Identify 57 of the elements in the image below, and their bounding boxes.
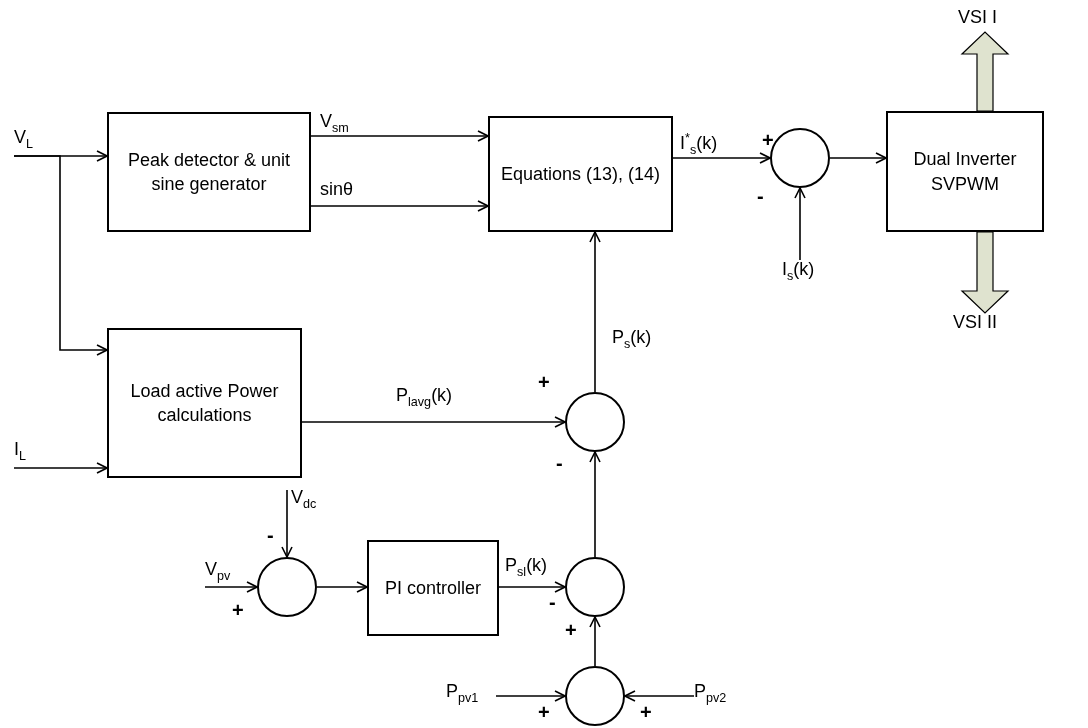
signal-label: P$_{pv1}$: [446, 682, 496, 710]
sign-label: +: [538, 702, 550, 722]
arrow: [301, 416, 566, 428]
block-arrow: [960, 231, 1010, 314]
arrow: [13, 155, 108, 356]
arrow: [589, 616, 601, 667]
summing-junction: [565, 392, 625, 452]
arrow: [672, 152, 771, 164]
box-label: Equations (13), (14): [500, 162, 661, 186]
box-label: PI controller: [384, 576, 481, 600]
summing-junction: [565, 666, 625, 726]
sign-label: +: [565, 620, 577, 640]
signal-label: V$_{dc}$: [287, 488, 327, 514]
arrow: [310, 130, 489, 142]
summing-junction: [565, 557, 625, 617]
process-box: [886, 111, 1044, 232]
box-label: Load active Power calculations: [129, 379, 280, 427]
signal-label: VSI I: [958, 8, 1014, 32]
signal-label: V$_{L}$: [14, 128, 58, 156]
arrow: [589, 231, 601, 393]
arrow: [495, 690, 566, 702]
arrow: [204, 581, 258, 593]
process-box: [488, 116, 673, 232]
arrow: [281, 489, 293, 558]
signal-label: P$_{pv2}$: [694, 682, 746, 710]
arrow: [829, 152, 887, 164]
sign-label: +: [232, 600, 244, 620]
edge-label: V$_{sm}$: [320, 112, 349, 132]
sign-label: -: [549, 592, 556, 612]
summing-junction: [257, 557, 317, 617]
edge-label: sinθ: [320, 180, 354, 200]
edge-label: P$_{sl}$(k): [505, 556, 548, 576]
sign-label: -: [556, 453, 563, 473]
signal-label: I$_{s}$(k): [782, 260, 838, 286]
signal-label: I$_{L}$: [14, 440, 50, 468]
arrow: [316, 581, 368, 593]
box-label: Peak detector & unit sine generator: [126, 148, 292, 196]
arrow: [498, 581, 566, 593]
signal-label: V$_{pv}$: [205, 560, 245, 587]
arrow: [624, 690, 695, 702]
sign-label: -: [757, 186, 764, 206]
signal-label: VSI II: [953, 313, 1017, 337]
process-box: [367, 540, 499, 636]
sign-label: +: [538, 372, 550, 392]
arrow: [794, 187, 806, 261]
arrow: [589, 451, 601, 558]
sign-label: +: [640, 702, 652, 722]
process-box: [107, 328, 302, 478]
sign-label: -: [267, 525, 274, 545]
edge-label: P$_{s}$(k): [612, 328, 652, 348]
sign-label: +: [762, 130, 774, 150]
arrow: [13, 462, 108, 474]
process-box: [107, 112, 311, 232]
block-arrow: [960, 31, 1010, 112]
arrow: [310, 200, 489, 212]
edge-label: I$^{*}$$_{s}$(k): [680, 134, 718, 154]
box-label: Dual Inverter SVPWM: [912, 148, 1018, 196]
